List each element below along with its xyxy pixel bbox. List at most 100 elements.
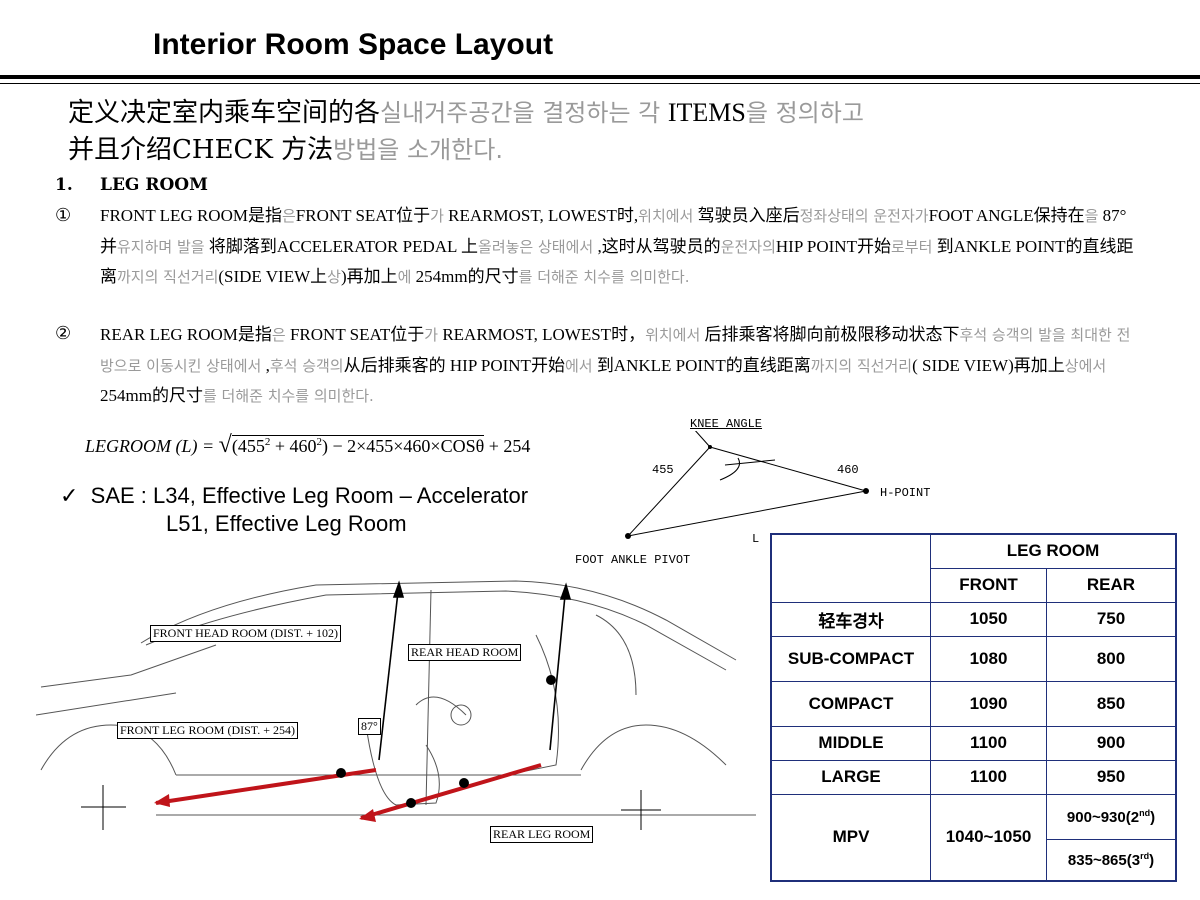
text-span: 254mm的尺寸 bbox=[411, 267, 519, 286]
kr-span: 을 bbox=[1084, 207, 1099, 225]
knee-point bbox=[708, 445, 712, 449]
page-title: Interior Room Space Layout bbox=[153, 28, 554, 61]
kr-span: 후석 승객의 발을 최대한 전방으로 이동시킨 상태에서 bbox=[100, 326, 1131, 375]
front-hip-dot bbox=[336, 768, 346, 778]
rear-head-room-arrow bbox=[549, 584, 567, 751]
kr-span: 올려놓은 상태에서 bbox=[478, 237, 594, 256]
text-span: 到ANKLE POINT的直线距离 bbox=[100, 236, 1134, 287]
table-row: MPV 1040~1050 900~930(2nd) bbox=[770, 793, 1177, 882]
kr-span: 를 더해준 치수를 의미한다. bbox=[518, 268, 690, 286]
kr-span: 를 더해준 치수를 의미한다. bbox=[202, 387, 374, 405]
kr-span: 위치에서 bbox=[645, 326, 701, 344]
check-icon: ✓ bbox=[60, 483, 79, 508]
len-455-label: 455 bbox=[652, 463, 674, 477]
red-arrow-head bbox=[154, 794, 170, 807]
sup: rd bbox=[1140, 850, 1150, 861]
roof-outline bbox=[140, 580, 737, 661]
mpv-rear-1: 900~930(2 bbox=[1066, 808, 1140, 826]
front-head-room-arrow bbox=[378, 582, 400, 761]
intro-line-2: 并且介绍CHECK 方法방법을 소개한다. bbox=[68, 133, 503, 167]
h-point-label: H-POINT bbox=[880, 486, 931, 500]
hood-line bbox=[36, 692, 177, 716]
table-corner bbox=[770, 533, 931, 603]
table-row: SUB-COMPACT 1080 800 bbox=[770, 635, 1177, 682]
intro-kr-2: 방법을 소개한다. bbox=[333, 136, 503, 164]
rear-leg-room-label: REAR LEG ROOM bbox=[490, 826, 594, 843]
text-span: 从后排乘客的 HIP POINT开始 bbox=[343, 355, 565, 375]
text-span: )再加上 bbox=[340, 267, 398, 286]
intro-cn-1: 定义决定室内乘车空间的各 bbox=[68, 98, 381, 128]
front-leg-room-label: FRONT LEG ROOM (DIST. + 254) bbox=[117, 722, 298, 739]
kr-span: 까지의 직선거리 bbox=[117, 268, 219, 286]
section-number: 1. bbox=[55, 175, 73, 195]
paren: ) bbox=[1150, 808, 1156, 826]
row-front: 1040~1050 bbox=[930, 793, 1047, 882]
front-leg-room-paragraph: FRONT LEG ROOM是指은FRONT SEAT位于가 REARMOST,… bbox=[100, 201, 1140, 293]
title-rule-thin bbox=[0, 83, 1200, 84]
row-name: COMPACT bbox=[770, 680, 931, 727]
row-rear: 850 bbox=[1046, 680, 1177, 727]
text-span: 将脚落到ACCELERATOR PEDAL 上 bbox=[204, 236, 479, 256]
text-span: REARMOST, LOWEST时， bbox=[438, 325, 646, 344]
text-span: , bbox=[261, 355, 270, 375]
table-row: 轻车경차 1050 750 bbox=[770, 601, 1177, 637]
shin-line bbox=[627, 446, 711, 537]
rear-head-dot bbox=[546, 675, 556, 685]
kr-span: 위치에서 bbox=[638, 207, 694, 225]
kr-span: 은 bbox=[271, 326, 286, 344]
red-arrow-head bbox=[359, 809, 376, 822]
row-front: 1100 bbox=[930, 759, 1047, 795]
formula-lhs: LEGROOM (L) = bbox=[85, 436, 215, 456]
knee-arc-2 bbox=[724, 459, 776, 466]
col-front: FRONT bbox=[930, 567, 1047, 603]
kr-span: 유지하며 발을 bbox=[117, 237, 205, 256]
front-seat bbox=[365, 724, 440, 806]
kr-span: 정좌상태의 운전자가 bbox=[799, 207, 929, 225]
mpv-rear-2: 835~865(3 bbox=[1067, 851, 1141, 869]
c-pillar bbox=[595, 614, 637, 696]
rear-leg-room-arrow bbox=[360, 763, 542, 820]
table-row: MIDDLE 1100 900 bbox=[770, 725, 1177, 761]
col-rear: REAR bbox=[1046, 567, 1177, 603]
text-span: (SIDE VIEW上 bbox=[218, 267, 328, 286]
sae-line-2: L51, Effective Leg Room bbox=[166, 511, 407, 536]
car-side-diagram bbox=[36, 580, 756, 830]
formula-mid: − 2×455×460×COSθ bbox=[327, 436, 485, 456]
l-label: L bbox=[752, 532, 760, 546]
table-row: LARGE 1100 950 bbox=[770, 759, 1177, 795]
row-name: MIDDLE bbox=[770, 725, 931, 761]
leg-room-formula: LEGROOM (L) = √(4552 + 4602) − 2×455×460… bbox=[85, 432, 530, 459]
intro-kr-1: 실내거주공간을 결정하는 각 bbox=[380, 99, 668, 127]
arrow-head bbox=[392, 580, 405, 598]
leg-room-line bbox=[627, 490, 867, 537]
angle-label: 87° bbox=[358, 718, 381, 735]
table-row: 835~865(3rd) bbox=[771, 838, 1177, 882]
title-rule-thick bbox=[0, 75, 1200, 79]
formula-exp: 2 bbox=[264, 436, 271, 448]
text-span: 后排乘客将脚向前极限移动状态下 bbox=[700, 325, 960, 344]
formula-tail: + 254 bbox=[484, 436, 531, 456]
foot-ankle-label: FOOT ANKLE PIVOT bbox=[575, 553, 691, 567]
knee-angle-label: KNEE ANGLE bbox=[690, 417, 763, 431]
kr-span: 까지의 직선거리 bbox=[810, 356, 913, 375]
row-front: 1090 bbox=[930, 680, 1047, 727]
kr-span: 로부터 bbox=[890, 237, 933, 256]
leg-room-table: LEG ROOM FRONT REAR 轻车경차 1050 750 SUB-CO… bbox=[770, 533, 1177, 882]
row-front: 1100 bbox=[930, 725, 1047, 761]
text-span: FRONT SEAT位于 bbox=[295, 206, 431, 225]
rear-leg-room-paragraph: REAR LEG ROOM是指은 FRONT SEAT位于가 REARMOST,… bbox=[100, 320, 1140, 412]
hood-outline bbox=[40, 644, 217, 688]
formula-exp: 2 bbox=[316, 436, 322, 448]
text-span: HIP POINT开始 bbox=[775, 236, 891, 256]
paren: ) bbox=[1149, 851, 1155, 869]
row-front: 1050 bbox=[930, 601, 1047, 637]
rear-head-room-label: REAR HEAD ROOM bbox=[408, 644, 522, 661]
row-name: MPV bbox=[770, 793, 931, 882]
table-row: COMPACT 1090 850 bbox=[770, 680, 1177, 727]
h-point-dot bbox=[863, 488, 869, 494]
text-span: FRONT LEG ROOM是指 bbox=[100, 206, 282, 225]
kr-span: 은 bbox=[281, 207, 296, 225]
row-name: SUB-COMPACT bbox=[770, 635, 931, 682]
intro-items: ITEMS bbox=[667, 98, 746, 127]
kr-span: 에 bbox=[397, 268, 412, 286]
